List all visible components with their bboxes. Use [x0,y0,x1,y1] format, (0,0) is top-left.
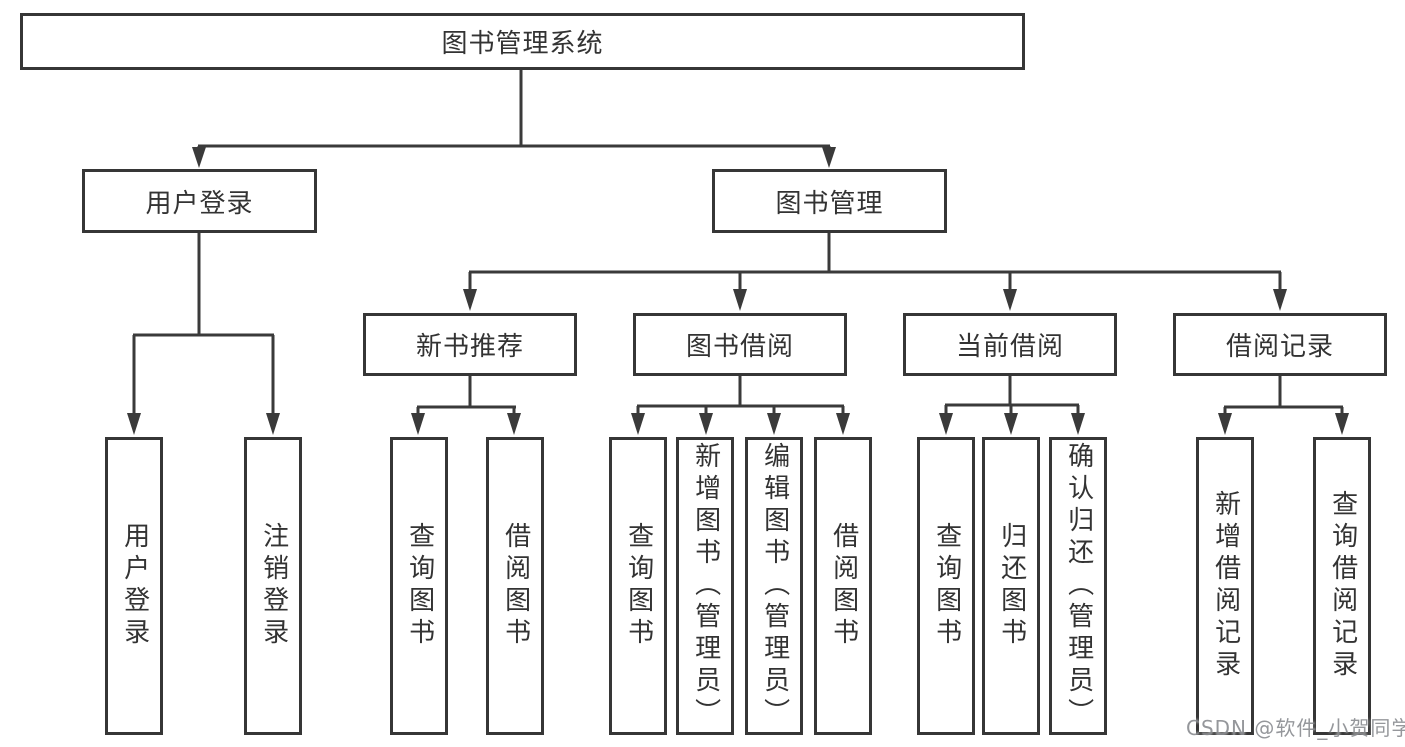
connector-new-book-rec [411,376,521,435]
node-current-borrowing-label: 当前借阅 [955,332,1064,362]
leaf-query-books-recommendation-label: 查询图书 [404,522,435,650]
node-book-management: 图书管理 [712,169,947,233]
leaf-query-books-current: 查询图书 [917,437,975,735]
leaf-add-book-admin: 新增图书（管理员） [676,437,734,735]
connector-user-login [127,233,280,435]
node-current-borrowing: 当前借阅 [903,313,1117,376]
node-book-management-label: 图书管理 [775,188,884,219]
node-root-label: 图书管理系统 [441,29,604,59]
leaf-borrow-books-recommendation: 借阅图书 [486,437,544,735]
node-borrowing-records-label: 借阅记录 [1225,332,1334,362]
node-book-borrowing: 图书借阅 [633,313,847,376]
leaf-user-login-label: 用户登录 [119,522,150,650]
leaf-return-book: 归还图书 [982,437,1040,735]
connector-borrow-record [1218,376,1349,435]
leaf-add-book-admin-label: 新增图书（管理员） [690,442,721,730]
leaf-logout-label: 注销登录 [258,522,289,650]
connector-root [192,68,836,168]
leaf-add-borrow-record-label: 新增借阅记录 [1210,490,1241,682]
node-user-login: 用户登录 [82,169,317,233]
node-book-borrowing-label: 图书借阅 [685,332,794,362]
leaf-query-books-borrowing: 查询图书 [609,437,667,735]
leaf-edit-book-admin: 编辑图书（管理员） [745,437,803,735]
leaf-edit-book-admin-label: 编辑图书（管理员） [759,442,790,730]
leaf-user-login: 用户登录 [105,437,163,735]
leaf-borrow-books-recommendation-label: 借阅图书 [500,522,531,650]
leaf-query-books-current-label: 查询图书 [931,522,962,650]
leaf-borrow-books-borrowing: 借阅图书 [814,437,872,735]
leaf-logout: 注销登录 [244,437,302,735]
leaf-borrow-books-borrowing-label: 借阅图书 [828,522,859,650]
node-new-book-recommendation: 新书推荐 [363,313,577,376]
leaf-query-books-borrowing-label: 查询图书 [623,522,654,650]
leaf-query-borrow-record: 查询借阅记录 [1313,437,1371,735]
csdn-watermark: CSDN @软件_小贺同学 [1186,716,1405,740]
node-user-login-label: 用户登录 [145,188,254,219]
connector-current-borrow [939,376,1085,435]
leaf-confirm-return-admin: 确认归还（管理员） [1049,437,1107,735]
connector-book-mgmt [463,233,1287,311]
node-root: 图书管理系统 [20,13,1025,70]
leaf-query-borrow-record-label: 查询借阅记录 [1327,490,1358,682]
connector-book-borrow [631,376,850,435]
leaf-query-books-recommendation: 查询图书 [390,437,448,735]
leaf-add-borrow-record: 新增借阅记录 [1196,437,1254,735]
leaf-return-book-label: 归还图书 [996,522,1027,650]
node-new-book-recommendation-label: 新书推荐 [415,332,524,362]
leaf-confirm-return-admin-label: 确认归还（管理员） [1063,442,1094,730]
node-borrowing-records: 借阅记录 [1173,313,1387,376]
